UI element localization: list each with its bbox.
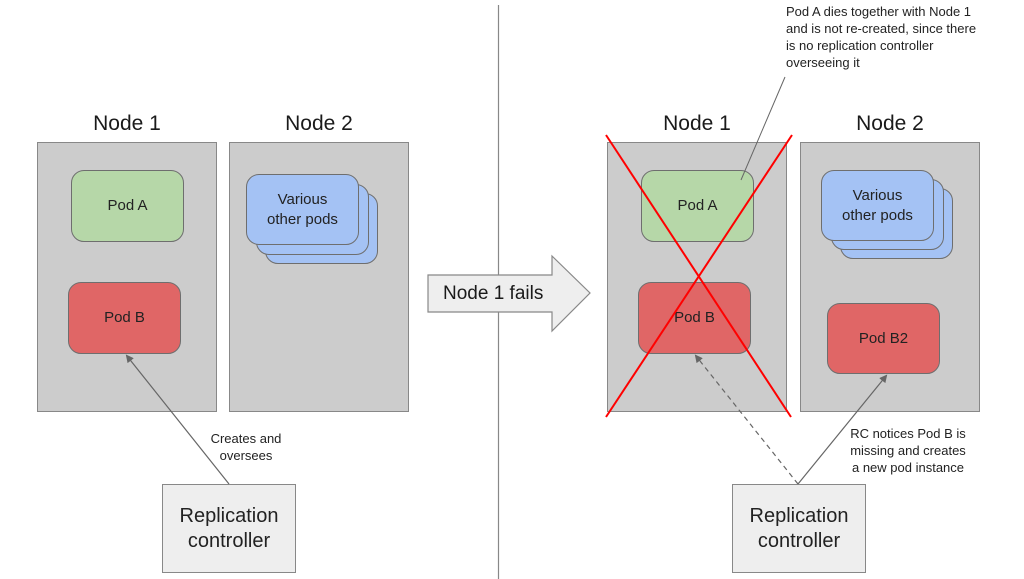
note-pod-a-pointer (740, 76, 786, 181)
after-note-rc: RC notices Pod B is missing and creates … (838, 425, 978, 476)
note-pod-a-line2: and is not re-created, since there (786, 21, 977, 36)
creates-oversees-edge (125, 354, 230, 485)
rc-line2: controller (187, 529, 271, 552)
rc-line1: Replication (179, 504, 279, 527)
after-pod-a: Pod A (641, 170, 754, 242)
note-rc-line2: missing and creates (850, 443, 966, 458)
before-node1-title: Node 1 (93, 112, 161, 135)
pod-a-label: Pod A (677, 197, 718, 214)
before-pod-a: Pod A (71, 170, 184, 242)
rc-line1: Replication (749, 504, 849, 527)
before-replication-controller: Replication controller (162, 484, 296, 573)
other-pods-line1: Various (852, 186, 903, 204)
pod-a-label: Pod A (107, 197, 148, 214)
after-pod-b2: Pod B2 (827, 303, 940, 374)
rc-line2: controller (757, 529, 841, 552)
note-rc-line3: a new pod instance (851, 460, 965, 475)
note-pod-a-line1: Pod A dies together with Node 1 (786, 4, 972, 19)
rc-to-pod-b2-edge (797, 374, 888, 485)
after-node1-title: Node 1 (663, 112, 731, 135)
other-pods-line2: other pods (842, 206, 913, 224)
before-node2-title: Node 2 (285, 112, 353, 135)
before-edge-label: Creates and oversees (196, 430, 296, 464)
after-node2-title: Node 2 (856, 112, 924, 135)
note-pod-a-line3: is no replication controller (786, 38, 934, 53)
rc-to-pod-b-dashed-edge (694, 354, 799, 485)
after-other-pods: Various other pods (821, 170, 934, 241)
note-rc-line1: RC notices Pod B is (850, 426, 966, 441)
edge-label-line1: Creates and (210, 431, 282, 446)
before-pod-b: Pod B (68, 282, 181, 354)
node-fails-arrow (427, 254, 591, 333)
node-fails-label: Node 1 fails (443, 283, 544, 304)
other-pods-line2: other pods (267, 210, 338, 228)
pod-b2-label: Pod B2 (858, 329, 909, 347)
edge-label-line2: oversees (219, 448, 273, 463)
failure-cross-line-2 (605, 134, 793, 418)
pod-b-label: Pod B (104, 309, 145, 326)
after-replication-controller: Replication controller (732, 484, 866, 573)
pod-b-label: Pod B (674, 309, 715, 326)
other-pods-line1: Various (277, 190, 328, 208)
after-note-pod-a: Pod A dies together with Node 1 and is n… (786, 3, 1024, 71)
before-other-pods: Various other pods (246, 174, 359, 245)
note-pod-a-line4: overseeing it (786, 55, 860, 70)
